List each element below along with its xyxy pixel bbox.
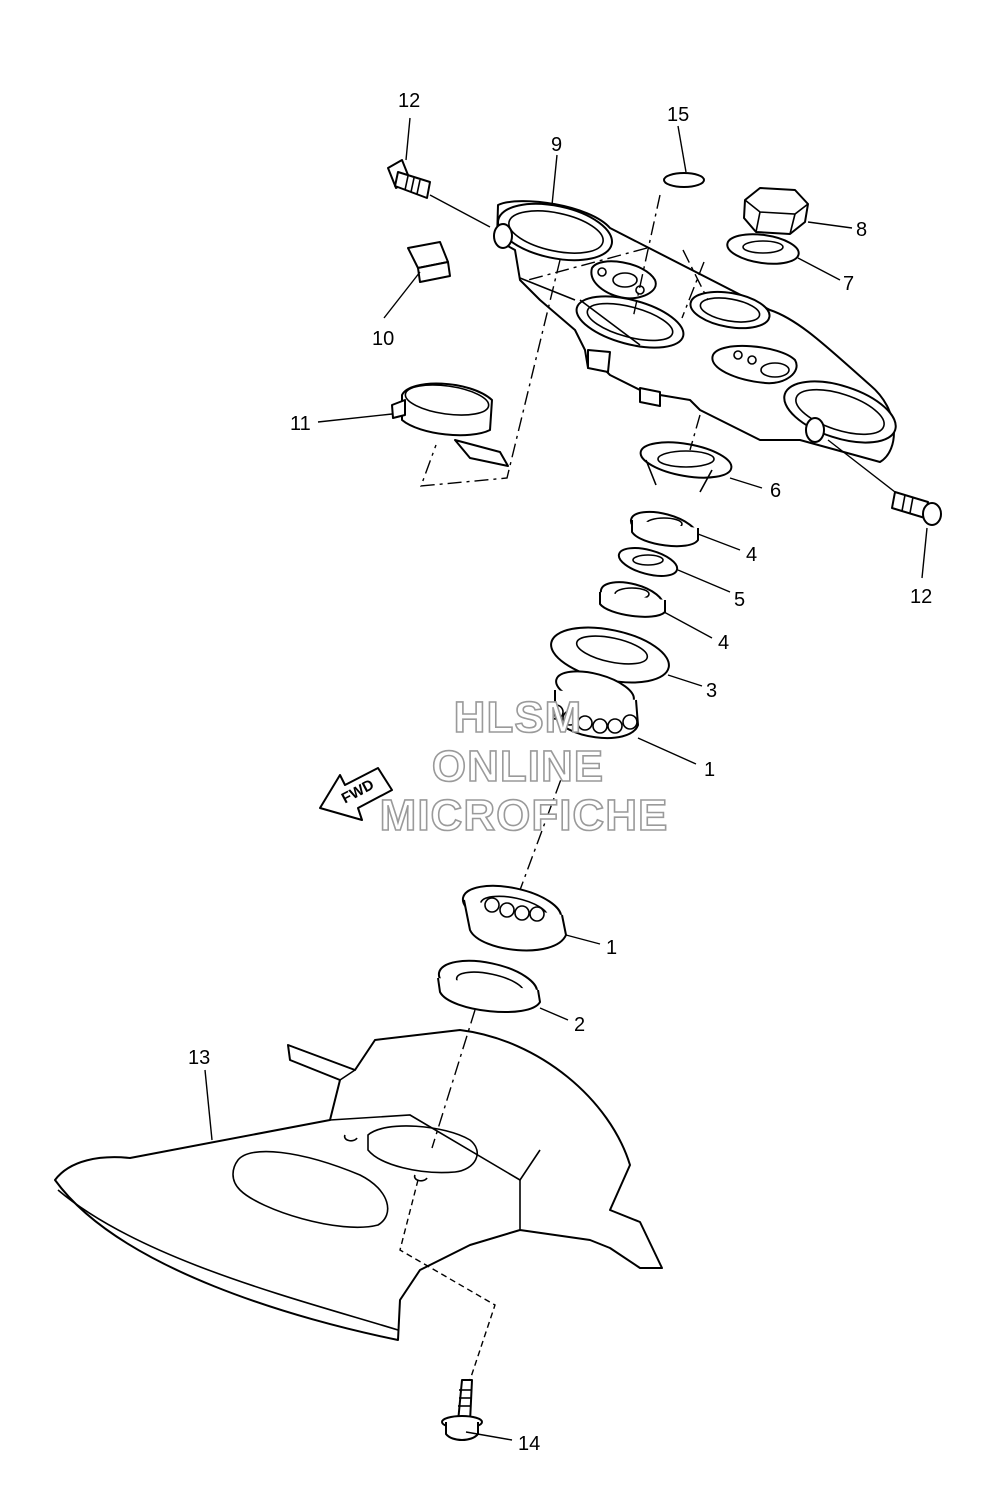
upper-bracket xyxy=(493,200,897,463)
callout-9: 9 xyxy=(551,134,562,156)
ball-bearing-upper xyxy=(548,670,639,739)
bolt-top-left xyxy=(387,159,431,199)
steering-stem-nut xyxy=(743,187,809,235)
callout-11: 11 xyxy=(290,413,311,435)
watermark: HLSM ONLINE MICROFICHE xyxy=(379,692,669,841)
callout-4-upper: 4 xyxy=(746,544,757,566)
flange-bolt xyxy=(441,1379,483,1441)
ball-bearing-lower xyxy=(461,884,567,952)
bolt-right xyxy=(891,491,942,526)
callout-3: 3 xyxy=(706,680,717,702)
watermark-line-2: ONLINE xyxy=(432,742,604,791)
stem-washer xyxy=(726,233,800,265)
callout-13: 13 xyxy=(188,1047,210,1069)
fwd-arrow: FWD xyxy=(319,767,393,821)
callout-4-lower: 4 xyxy=(718,632,729,654)
callout-5: 5 xyxy=(734,589,745,611)
ring-nut-upper xyxy=(629,510,699,548)
callout-14: 14 xyxy=(518,1433,540,1455)
assembly-lines xyxy=(399,194,709,1381)
rubber-washer xyxy=(617,547,679,577)
lock-washer xyxy=(639,441,733,493)
callout-12-right: 12 xyxy=(910,586,932,608)
callout-12-top: 12 xyxy=(398,90,420,112)
ring-nut-lower xyxy=(599,581,666,618)
cover-plate xyxy=(54,1029,663,1341)
cable-holder xyxy=(391,382,509,467)
callout-7: 7 xyxy=(843,273,854,295)
collar-piece xyxy=(407,241,451,283)
callout-labels: 12 9 15 8 7 10 11 6 12 4 5 4 3 1 1 2 13 … xyxy=(188,90,932,1455)
watermark-line-3: MICROFICHE xyxy=(380,791,669,840)
callout-1-upper: 1 xyxy=(704,759,715,781)
leader-lines xyxy=(204,117,928,1441)
callout-6: 6 xyxy=(770,480,781,502)
callout-8: 8 xyxy=(856,219,867,241)
callout-10: 10 xyxy=(372,328,394,350)
cap xyxy=(663,172,705,188)
callout-1-lower: 1 xyxy=(606,937,617,959)
watermark-line-1: HLSM xyxy=(454,693,583,742)
callout-15: 15 xyxy=(667,104,689,126)
callout-2: 2 xyxy=(574,1014,585,1036)
dust-seal xyxy=(437,959,541,1013)
